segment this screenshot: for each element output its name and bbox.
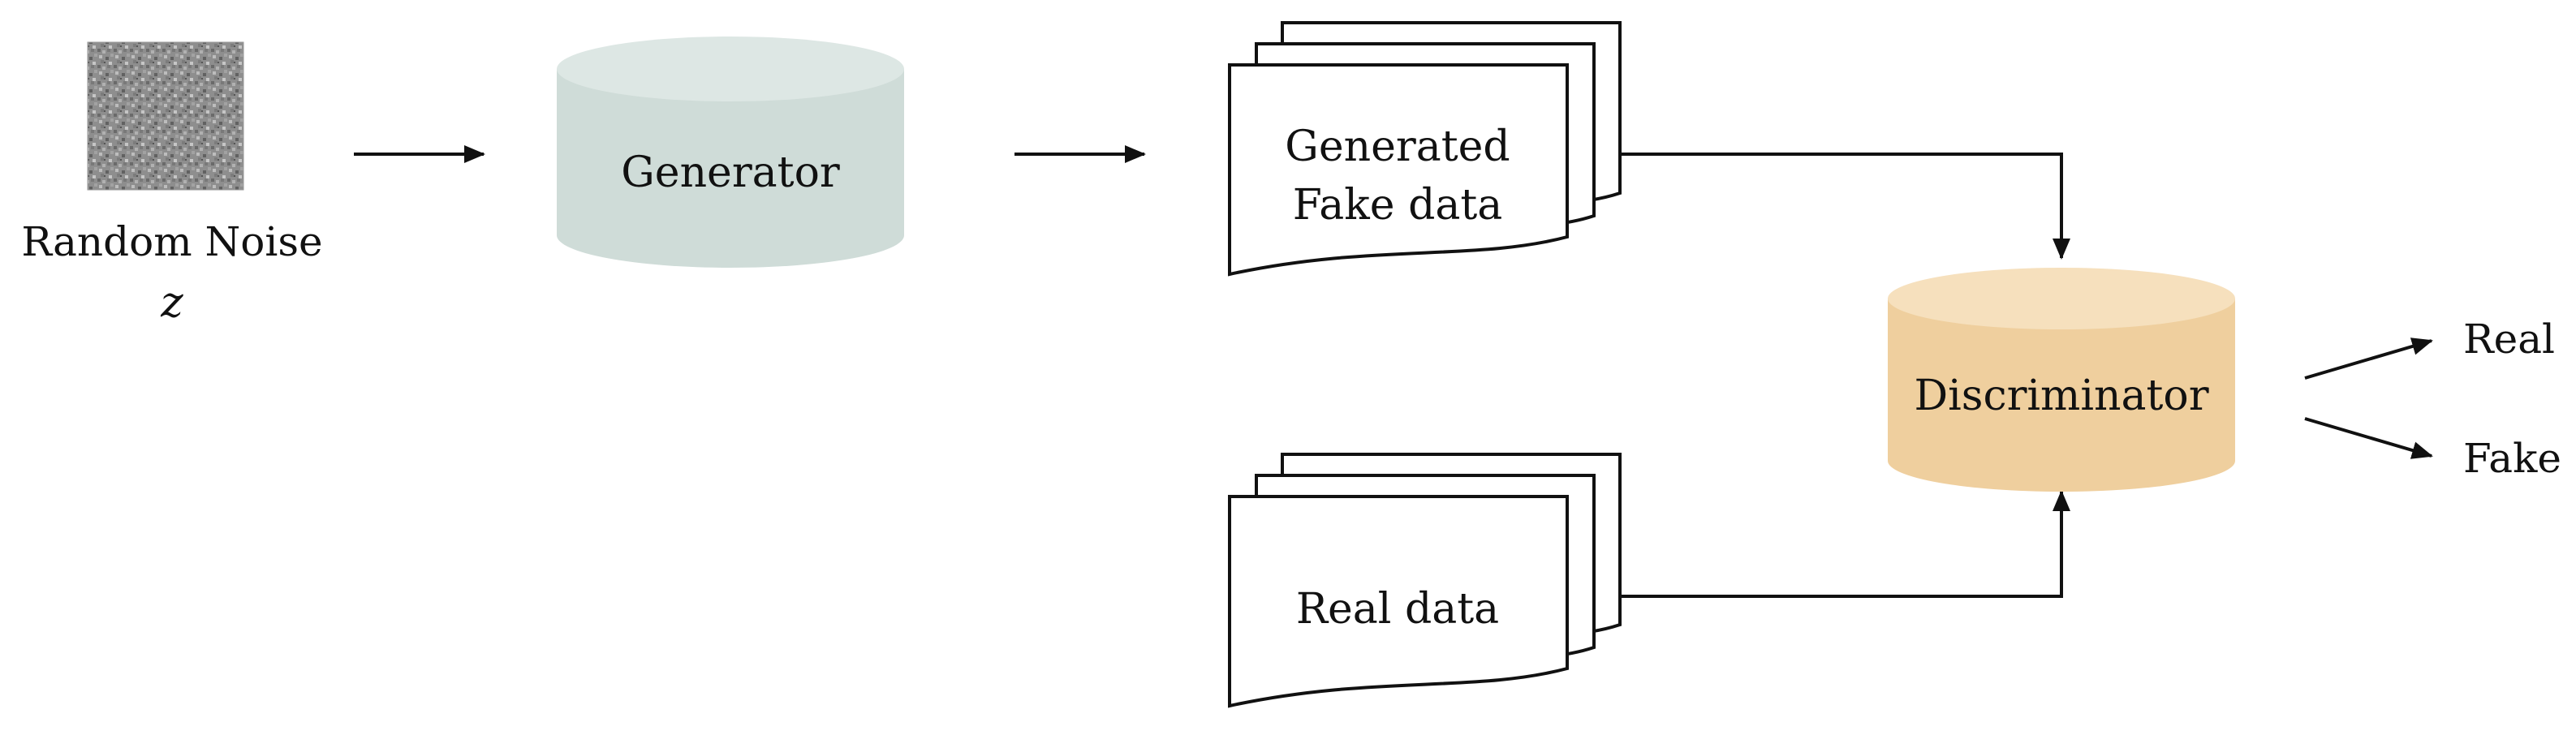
arrow-fake-to-discriminator bbox=[1620, 153, 2070, 260]
noise-label: Random Noise bbox=[21, 218, 322, 265]
noise-image bbox=[87, 41, 244, 191]
real-data-label: Real data bbox=[1296, 585, 1499, 634]
fake-data-label-line2: Fake data bbox=[1293, 181, 1503, 230]
fake-data-documents bbox=[1228, 21, 1622, 277]
arrow-to-real bbox=[2304, 337, 2433, 380]
noise-variable: z bbox=[160, 278, 183, 327]
generator-label: Generator bbox=[621, 148, 840, 197]
generator-node bbox=[557, 37, 904, 268]
real-data-documents bbox=[1228, 453, 1622, 708]
discriminator-node bbox=[1888, 268, 2235, 492]
output-real-label: Real bbox=[2463, 316, 2555, 363]
arrow-to-fake bbox=[2304, 417, 2433, 459]
output-fake-label: Fake bbox=[2463, 435, 2561, 482]
fake-data-label-line1: Generated bbox=[1285, 123, 1510, 171]
arrow-real-to-discriminator bbox=[1620, 490, 2070, 598]
discriminator-label: Discriminator bbox=[1914, 372, 2208, 420]
